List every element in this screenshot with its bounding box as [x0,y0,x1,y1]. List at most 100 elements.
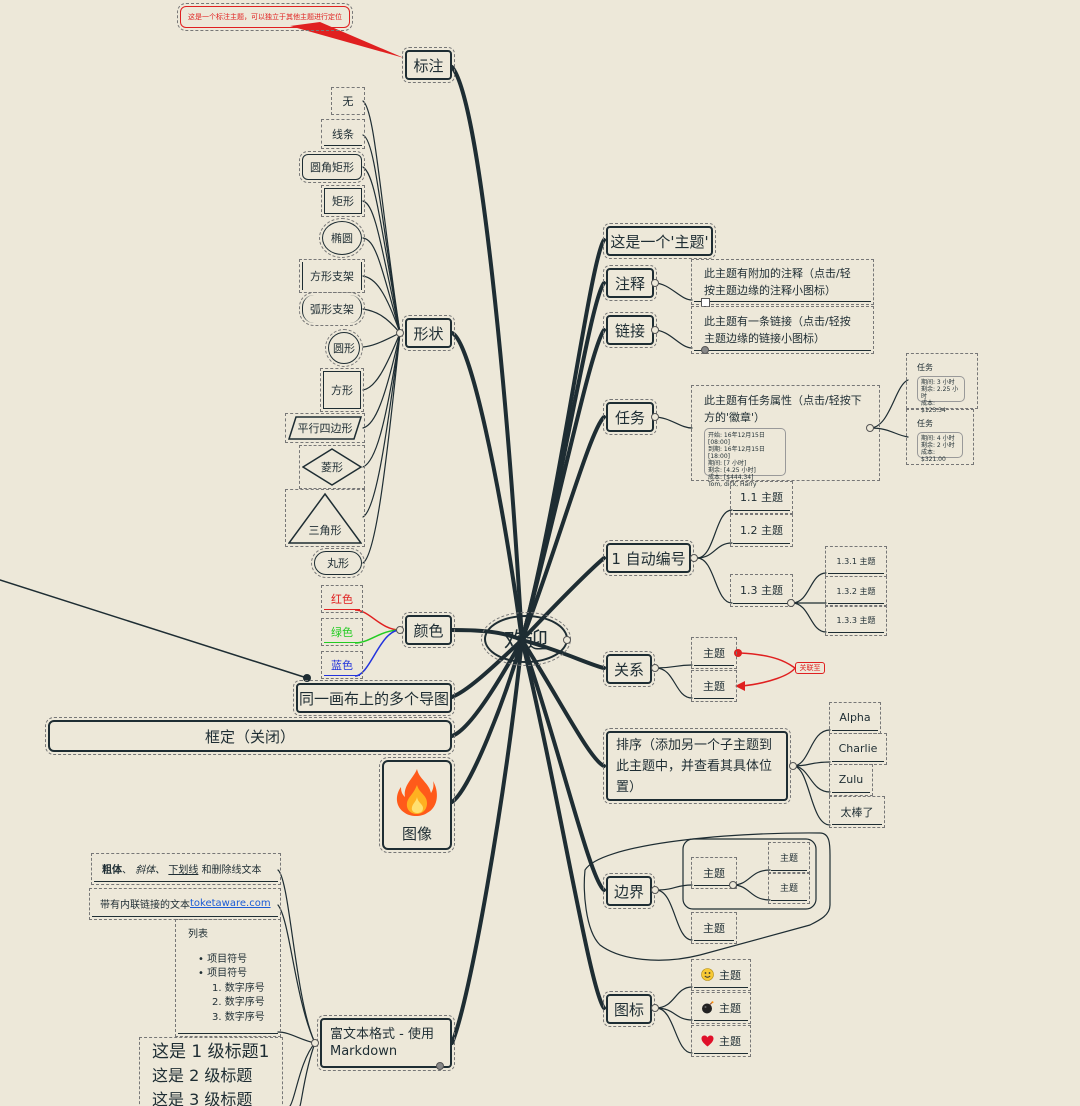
shape-diamond[interactable]: 菱形 [299,445,365,489]
relation-topic[interactable]: 关系 [603,651,655,687]
icons-child-smile[interactable]: 主题 [691,959,751,991]
numbering-grandchild-3[interactable]: 1.3.3 主题 [825,605,887,636]
shape-label: 平行四边形 [297,422,353,435]
collapse-toggle-icon[interactable] [651,886,659,894]
collapse-toggle-icon[interactable] [651,279,659,287]
task-badge[interactable]: 开始: 16年12月15日 [08:00] 到期: 16年12月15日 [18:… [704,428,786,488]
inline-link[interactable]: toketaware.com [190,898,271,909]
collapse-toggle-icon[interactable] [396,329,404,337]
richtext-topic[interactable]: 富文本格式 - 使用 Markdown [317,1015,455,1071]
shape-ellipse[interactable]: 椭圆 [319,218,365,258]
richtext-list[interactable]: 列表 • 项目符号 • 项目符号 1. 数字序号 2. 数字序号 3. 数字序号 [175,919,281,1037]
collapse-toggle-icon[interactable] [789,762,797,770]
image-topic[interactable]: 图像 [379,757,455,853]
icons-topic[interactable]: 图标 [603,991,655,1027]
color-green[interactable]: 绿色 [321,618,363,646]
shape-triangle[interactable]: 三角形 [285,489,365,547]
callout-topic[interactable]: 标注 [402,47,455,83]
shape-square-bracket[interactable]: 方形支架 [299,259,365,293]
callout-note[interactable]: 这是一个标注主题，可以独立于其他主题进行定位 [177,3,353,31]
color-blue[interactable]: 蓝色 [321,651,363,679]
task-note[interactable]: 此主题有任务属性（点击/轻按下方的'徽章'） 开始: 16年12月15日 [08… [691,385,880,488]
link-topic[interactable]: 链接 [603,312,657,348]
shape-parallelogram[interactable]: 平行四边形 [285,413,365,443]
shape-rounded-rect[interactable]: 圆角矩形 [299,151,365,183]
intro-topic-label: 这是一个'主题' [610,232,709,251]
boundary-topic[interactable]: 边界 [603,873,655,909]
icons-child-bomb[interactable]: 主题 [691,992,751,1024]
task-badge[interactable]: 期间: 3 小时 剩余: 2.25 小时 成本: $123.34 [917,376,965,414]
color-blue-label: 蓝色 [331,658,353,672]
intro-topic[interactable]: 这是一个'主题' [603,223,716,259]
note-icon[interactable] [701,298,710,307]
sort-child-great[interactable]: 太棒了 [829,796,885,828]
task-sub-2[interactable]: 任务 期间: 4 小时 剩余: 2 小时 成本: $321.00 [906,409,974,465]
relation-label[interactable]: 关联至 [795,662,825,674]
shape-circle[interactable]: 圆形 [325,329,363,367]
color-red[interactable]: 红色 [321,585,363,613]
bullet-item: • 项目符号 [198,968,248,979]
multi-map-topic[interactable]: 同一画布上的多个导图 [293,680,455,716]
richtext-headings[interactable]: 这是 1 级标题1 这是 2 级标题 这是 3 级标题 [139,1037,283,1106]
color-topic[interactable]: 颜色 [402,612,455,648]
task-badge-line: 成本: $123.34 [921,400,946,414]
boundary-topic-label: 边界 [613,882,644,901]
boundary-child-a[interactable]: 主题 [691,857,737,889]
sort-child-alpha[interactable]: Alpha [829,702,881,734]
boundary-grandchild-1[interactable]: 主题 [768,842,810,874]
color-red-label: 红色 [331,592,353,606]
numbering-child-3[interactable]: 1.3 主题 [730,574,793,607]
collapse-toggle-icon[interactable] [729,881,737,889]
image-label: 图像 [401,824,432,843]
diamond-icon [302,448,362,486]
numbering-child-2[interactable]: 1.2 主题 [730,514,793,547]
shape-topic[interactable]: 形状 [402,315,455,351]
collapse-toggle-icon[interactable] [651,413,659,421]
shape-square[interactable]: 方形 [320,368,364,412]
task-topic[interactable]: 任务 [603,399,657,435]
numbering-grandchild-2[interactable]: 1.3.2 主题 [825,576,887,607]
collapse-toggle-icon[interactable] [651,1004,659,1012]
sort-child-zulu[interactable]: Zulu [829,764,873,796]
link-badge-icon[interactable] [701,346,709,354]
shape-rect[interactable]: 矩形 [321,185,365,217]
collapse-toggle-icon[interactable] [651,326,659,334]
annotation-topic[interactable]: 注释 [603,265,657,301]
annotation-note[interactable]: 此主题有附加的注释（点击/轻按主题边缘的注释小图标） [691,259,874,305]
collapse-toggle-icon[interactable] [563,636,571,644]
italic-text: 斜体、 [135,865,166,876]
relation-child-a[interactable]: 主题 [691,637,737,669]
link-note[interactable]: 此主题有一条链接（点击/轻按主题边缘的链接小图标） [691,306,874,354]
link-prefix-text: 带有内联链接的文本 [100,900,190,911]
task-sub-1[interactable]: 任务 期间: 3 小时 剩余: 2.25 小时 成本: $123.34 [906,353,978,414]
collapse-toggle-icon[interactable] [787,599,795,607]
task-badge[interactable]: 期间: 4 小时 剩余: 2 小时 成本: $321.00 [917,432,963,463]
shape-line[interactable]: 线条 [321,119,365,149]
boundary-grandchild-2[interactable]: 主题 [768,872,810,904]
sort-topic[interactable]: 排序（添加另一个子主题到 此主题中，并查看其具体位 置） [603,728,791,804]
relation-child-b[interactable]: 主题 [691,670,737,702]
shape-pill[interactable]: 丸形 [311,548,365,578]
central-topic[interactable]: 欢迎 [481,612,571,666]
sort-child-charlie[interactable]: Charlie [829,733,887,765]
collapse-toggle-icon[interactable] [651,664,659,672]
richtext-format-line[interactable]: 粗体、 斜体、 下划线 和删除线文本 [91,853,281,885]
icons-child-heart[interactable]: 主题 [691,1025,751,1057]
shape-round-bracket[interactable]: 弧形支架 [299,292,365,326]
numbering-child-1[interactable]: 1.1 主题 [730,481,793,514]
link-badge-icon[interactable] [436,1062,444,1070]
collapse-toggle-icon[interactable] [690,554,698,562]
boundary-child-b[interactable]: 主题 [691,912,737,944]
icons-child-label: 主题 [719,1034,741,1048]
numbering-grandchild-1[interactable]: 1.3.1 主题 [825,546,887,577]
numbering-child-label: 1.1 主题 [740,491,783,504]
shape-none[interactable]: 无 [331,87,365,115]
task-badge-line: 剩余: [4.25 小时] [708,467,756,474]
numbering-topic[interactable]: 1 自动编号 [603,540,694,576]
color-green-label: 绿色 [331,625,353,639]
frame-topic[interactable]: 框定（关闭） [45,717,455,755]
collapse-toggle-icon[interactable] [311,1039,319,1047]
collapse-toggle-icon[interactable] [866,424,874,432]
collapse-toggle-icon[interactable] [396,626,404,634]
